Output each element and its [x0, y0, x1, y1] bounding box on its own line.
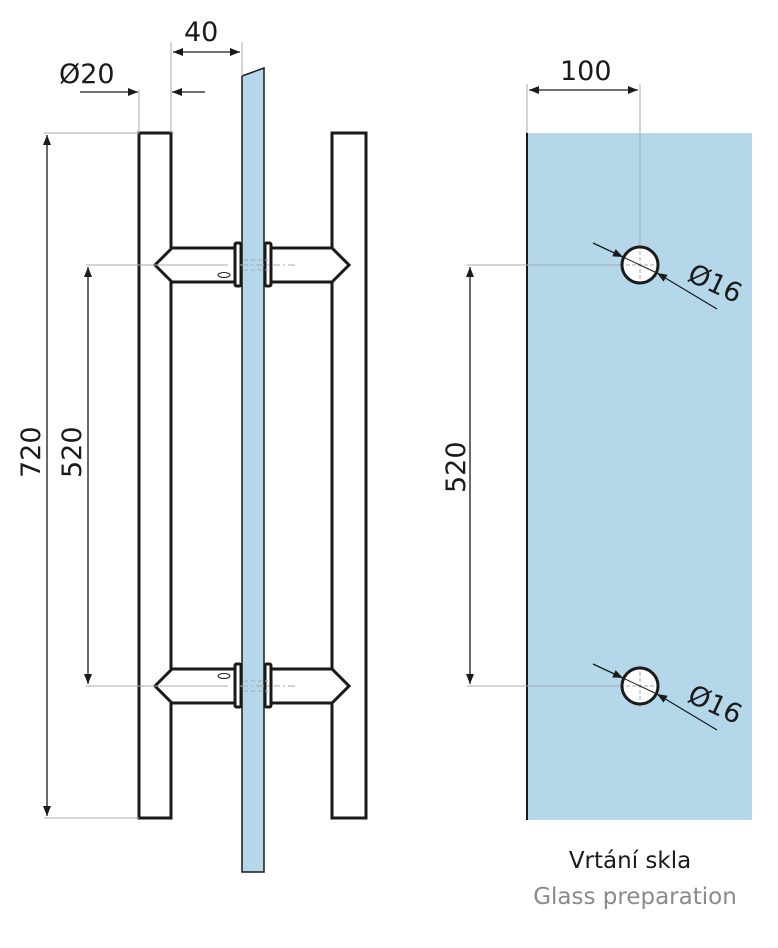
drill-hole-bottom: [592, 663, 718, 731]
handle-bar-right: [330, 131, 368, 820]
dimension-edge-distance: 100: [560, 56, 612, 87]
dimension-hole-spacing-right: 520: [441, 441, 472, 493]
caption-czech: Vrtání skla: [568, 848, 692, 874]
caption-english: Glass preparation: [533, 884, 737, 910]
dimension-hole-spacing-left: 520: [57, 426, 88, 478]
dimension-total-length: 720: [16, 426, 47, 478]
glass-panel-section: [241, 66, 265, 873]
drill-hole-top: [592, 242, 718, 310]
dimension-bar-diameter: Ø20: [59, 59, 115, 90]
dimension-lines: [43, 48, 240, 816]
handle-side-view: 720 520 Ø20 40: [16, 17, 368, 873]
glass-preparation-view: 100 520 Ø16 Ø16: [441, 56, 752, 820]
center-lines: [44, 42, 295, 819]
dimension-lines-right: [466, 86, 638, 684]
handle-bar-left: [137, 131, 173, 820]
dimension-standoff-offset: 40: [184, 17, 218, 48]
